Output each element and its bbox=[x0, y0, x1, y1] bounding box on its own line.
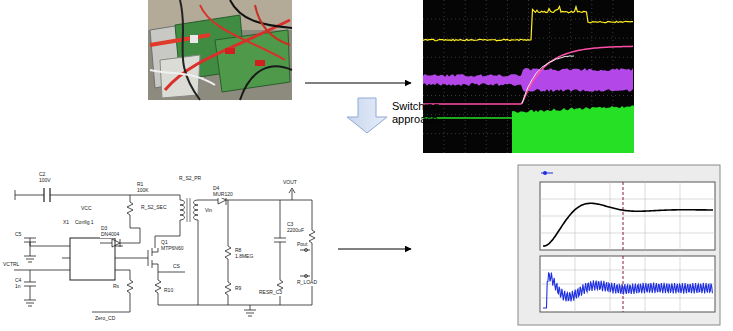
net-name: R_LOAD bbox=[296, 280, 318, 286]
part-value: 100V bbox=[38, 178, 52, 184]
part-name: D3 bbox=[100, 226, 108, 232]
net-name: Vin bbox=[204, 208, 213, 214]
net-name: VOUT bbox=[282, 180, 298, 186]
part-name: D4 bbox=[212, 186, 220, 192]
part-name: R_S2_PR bbox=[178, 176, 202, 182]
part-name: C5 bbox=[14, 232, 22, 238]
part-value: 1.8MEG bbox=[234, 254, 254, 260]
part-name: R_S2_SEC bbox=[140, 205, 168, 211]
part-name: C4 bbox=[14, 278, 22, 284]
net-name: CS bbox=[172, 264, 181, 270]
net-name: VCC bbox=[80, 206, 93, 212]
part-value: Config 1 bbox=[74, 220, 95, 226]
oscilloscope-capture bbox=[423, 0, 634, 153]
flow-arrow bbox=[338, 249, 411, 250]
arrow-label: Switching approach bbox=[392, 100, 454, 125]
part-value: MTP6N60 bbox=[160, 246, 185, 252]
part-value: 100K bbox=[136, 188, 150, 194]
part-name: R8 bbox=[234, 248, 242, 254]
part-name: Rs bbox=[112, 284, 120, 290]
part-name: RESR_C3 bbox=[258, 290, 283, 296]
net-name: Zero_CD bbox=[94, 316, 116, 322]
part-name: X1 bbox=[62, 220, 70, 226]
part-value: MUR120 bbox=[212, 192, 234, 198]
part-name: R10 bbox=[163, 288, 174, 294]
part-name: R9 bbox=[234, 286, 242, 292]
part-value: 1n bbox=[14, 284, 22, 290]
part-name: Q1 bbox=[160, 240, 169, 246]
flow-arrow bbox=[305, 83, 411, 84]
hardware-photo bbox=[148, 0, 292, 100]
part-value: 2200uF bbox=[286, 228, 305, 234]
part-name: C2 bbox=[38, 172, 46, 178]
part-name: C3 bbox=[286, 222, 294, 228]
schematic bbox=[14, 188, 315, 316]
block-arrow bbox=[347, 98, 387, 133]
part-name: R1 bbox=[136, 182, 144, 188]
part-value: DN4004 bbox=[100, 232, 120, 238]
net-name: VCTRL bbox=[2, 262, 20, 268]
simulation-plot bbox=[518, 165, 720, 325]
net-name: Pout bbox=[296, 242, 308, 248]
